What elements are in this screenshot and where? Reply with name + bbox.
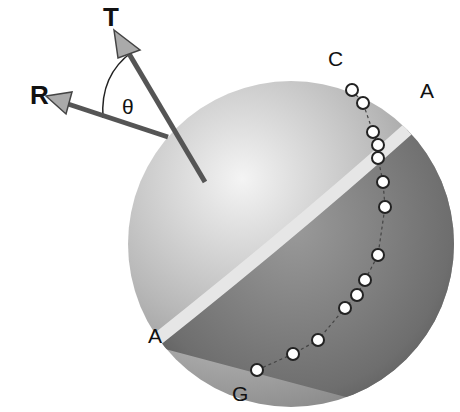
end-label: G: [232, 383, 248, 404]
equator-band: [150, 100, 440, 345]
t-arrowhead: [114, 30, 140, 58]
r-arrow-shaft: [68, 104, 168, 137]
band-label: A: [148, 325, 162, 346]
end-label: C: [328, 48, 343, 69]
angle-label: θ: [122, 96, 134, 117]
band-label: A: [420, 80, 434, 101]
r-arrowhead: [46, 92, 72, 114]
vector-label: R: [30, 82, 49, 108]
t-arrow-shaft: [128, 52, 205, 182]
chain-line: [257, 90, 385, 370]
vector-label: T: [103, 4, 119, 30]
dark-hemisphere: [150, 90, 460, 412]
chain-beads: [251, 84, 391, 376]
